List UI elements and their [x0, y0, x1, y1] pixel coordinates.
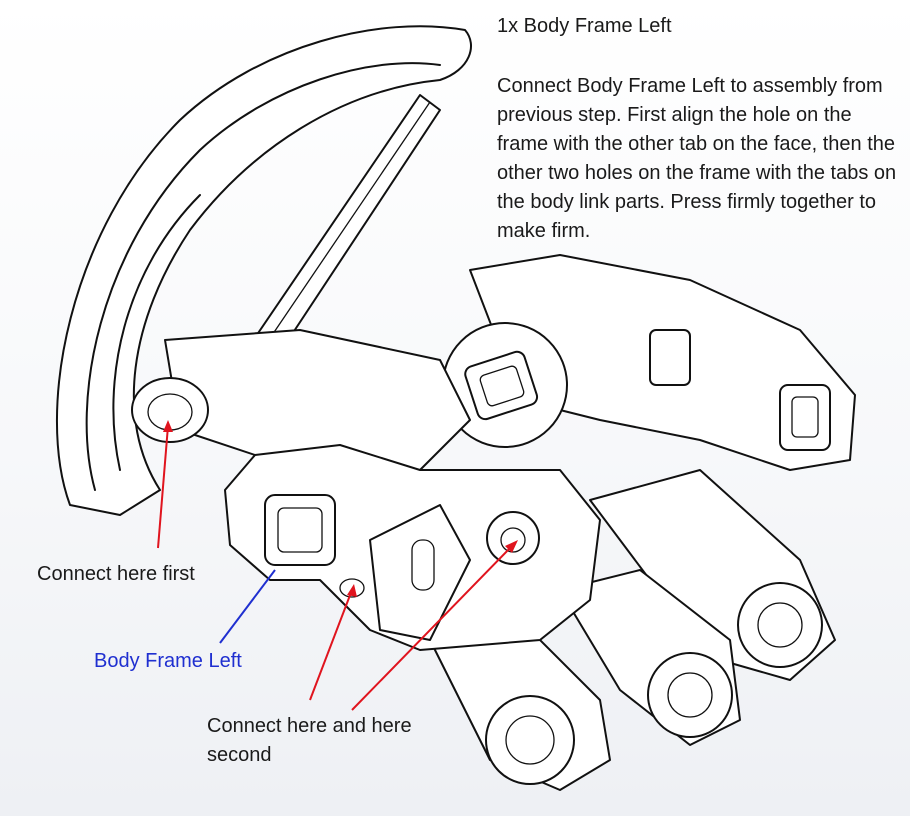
step-title: 1x Body Frame Left: [497, 15, 672, 37]
back-frame-plate: [469, 254, 856, 471]
upper-arm: [131, 329, 471, 471]
arrowhead-second-b: [505, 540, 518, 553]
label-body-frame-left: Body Frame Left: [94, 650, 242, 672]
lower-link-arms: [429, 469, 836, 791]
arrow-connect-first: [157, 425, 169, 549]
arrowhead-first: [163, 420, 173, 432]
label-connect-second: Connect here and here second: [207, 715, 412, 766]
instructions-text: Connect Body Frame Left to assembly from…: [497, 75, 897, 242]
body-frame-left: [224, 444, 601, 651]
arrow-connect-second-a: [309, 589, 353, 701]
arrow-connect-second-b: [351, 544, 514, 711]
arrowhead-second-a: [347, 584, 357, 597]
label-connect-first: Connect here first: [37, 563, 195, 585]
leader-body-frame-left: [219, 569, 276, 644]
face-shell: [55, 25, 472, 516]
callout-leaders: [157, 420, 518, 711]
